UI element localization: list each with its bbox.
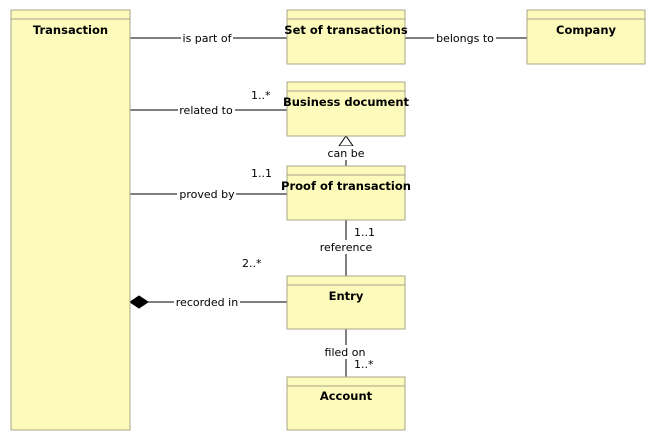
mult-filed-on-target: 1..* [354,358,374,371]
mult-recorded-in-target: 2..* [242,257,262,270]
label-can-be: can be [327,147,364,160]
mult-reference-source: 1..1 [354,226,375,239]
class-company-name: Company [556,23,617,37]
label-belongs-to: belongs to [436,32,494,45]
class-company[interactable]: Company [526,9,646,65]
class-entry-name: Entry [329,289,364,303]
multiplicities: 1..* 1..1 1..1 2..* 1..* [242,89,375,371]
composition-diamond [129,295,149,309]
label-recorded-in: recorded in [176,296,238,309]
generalization-arrowhead [338,135,354,147]
label-proved-by: proved by [179,188,235,201]
class-entry[interactable]: Entry [286,275,406,330]
label-filed-on: filed on [325,346,366,359]
class-business-document[interactable]: Business document [283,81,410,137]
class-proof-of-transaction[interactable]: Proof of transaction [281,165,411,221]
mult-proved-by-target: 1..1 [251,167,272,180]
label-related-to: related to [179,104,233,117]
association-labels: is part of belongs to related to can be … [174,31,496,359]
class-set-of-transactions-name: Set of transactions [284,23,408,37]
class-set-of-transactions[interactable]: Set of transactions [284,9,408,65]
class-transaction-name: Transaction [33,23,108,37]
mult-related-to-target: 1..* [251,89,271,102]
class-proof-of-transaction-name: Proof of transaction [281,179,411,193]
class-business-document-name: Business document [283,95,410,109]
label-reference: reference [320,241,373,254]
label-is-part-of: is part of [183,32,233,45]
class-account-name: Account [320,389,373,403]
class-transaction[interactable]: Transaction [10,9,131,431]
class-account[interactable]: Account [286,376,406,431]
